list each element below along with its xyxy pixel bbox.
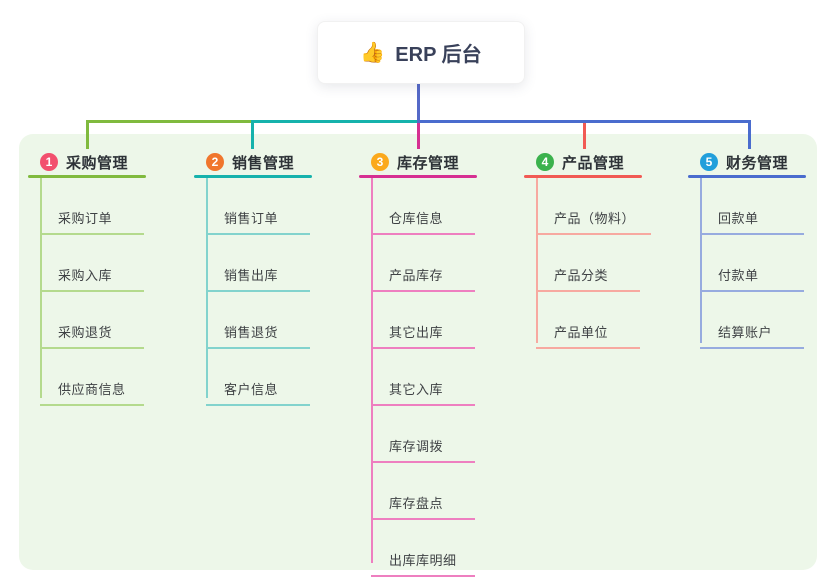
mindmap-node[interactable]: 销售退货 (206, 292, 310, 349)
connector-branch-2-drop (251, 120, 254, 149)
root-node[interactable]: 👍 ERP 后台 (317, 21, 525, 84)
branch-label: 财务管理 (726, 154, 789, 172)
branch-product: 4 产品管理 产品（物料） 产品分类 产品单位 (524, 149, 652, 349)
branch-child-line (371, 178, 373, 563)
connector-branch-3-drop (417, 120, 420, 149)
mindmap-node[interactable]: 其它出库 (371, 292, 475, 349)
mindmap-node[interactable]: 库存调拨 (371, 406, 475, 463)
branch-title-purchase[interactable]: 1 采购管理 (28, 149, 146, 175)
branch-label: 库存管理 (397, 154, 460, 172)
branch-sales: 2 销售管理 销售订单 销售出库 销售退货 客户信息 (194, 149, 312, 406)
connector-branch-5 (420, 120, 751, 123)
branch-label: 产品管理 (562, 154, 625, 172)
branch-child-line (40, 178, 42, 398)
mindmap-node[interactable]: 回款单 (700, 178, 804, 235)
mindmap-node[interactable]: 销售订单 (206, 178, 310, 235)
mindmap-node[interactable]: 其它入库 (371, 349, 475, 406)
branch-title-product[interactable]: 4 产品管理 (524, 149, 642, 175)
branch-number-badge: 4 (536, 153, 554, 171)
branch-child-line (700, 178, 702, 343)
branch-underline (28, 175, 146, 178)
branch-number-badge: 1 (40, 153, 58, 171)
mindmap-node[interactable]: 采购退货 (40, 292, 144, 349)
branch-underline (524, 175, 642, 178)
mindmap-node[interactable]: 付款单 (700, 235, 804, 292)
branch-inventory: 3 库存管理 仓库信息 产品库存 其它出库 其它入库 库存调拨 库存盘点 出库库… (359, 149, 477, 577)
connector-branch-1-drop (86, 120, 89, 149)
mindmap-node[interactable]: 产品分类 (536, 235, 640, 292)
root-title: ERP 后台 (395, 44, 482, 66)
branch-underline (194, 175, 312, 178)
mindmap-node[interactable]: 客户信息 (206, 349, 310, 406)
connector-branch-2 (251, 120, 420, 123)
background-panel (19, 134, 817, 570)
mindmap-node[interactable]: 库存盘点 (371, 463, 475, 520)
thumbs-up-icon: 👍 (360, 42, 386, 64)
mindmap-node[interactable]: 产品库存 (371, 235, 475, 292)
branch-number-badge: 5 (700, 153, 718, 171)
mindmap-node[interactable]: 采购订单 (40, 178, 144, 235)
mindmap-node[interactable]: 采购入库 (40, 235, 144, 292)
branch-title-inventory[interactable]: 3 库存管理 (359, 149, 477, 175)
branch-underline (359, 175, 477, 178)
branch-number-badge: 2 (206, 153, 224, 171)
mindmap-node[interactable]: 产品（物料） (536, 178, 652, 235)
mindmap-node[interactable]: 产品单位 (536, 292, 640, 349)
branch-underline (688, 175, 806, 178)
branch-number-badge: 3 (371, 153, 389, 171)
connector-branch-4-drop (583, 120, 586, 149)
connector-root-line (417, 83, 420, 123)
mindmap-node[interactable]: 结算账户 (700, 292, 804, 349)
branch-child-line (206, 178, 208, 398)
mindmap-node[interactable]: 出库库明细 (371, 520, 475, 577)
branch-child-line (536, 178, 538, 343)
mindmap-node[interactable]: 供应商信息 (40, 349, 144, 406)
branch-label: 采购管理 (66, 154, 129, 172)
branch-label: 销售管理 (232, 154, 295, 172)
branch-finance: 5 财务管理 回款单 付款单 结算账户 (688, 149, 806, 349)
mindmap-node[interactable]: 销售出库 (206, 235, 310, 292)
mindmap-node[interactable]: 仓库信息 (371, 178, 475, 235)
connector-branch-5-drop (748, 120, 751, 149)
branch-title-finance[interactable]: 5 财务管理 (688, 149, 806, 175)
branch-title-sales[interactable]: 2 销售管理 (194, 149, 312, 175)
branch-purchase: 1 采购管理 采购订单 采购入库 采购退货 供应商信息 (28, 149, 146, 406)
